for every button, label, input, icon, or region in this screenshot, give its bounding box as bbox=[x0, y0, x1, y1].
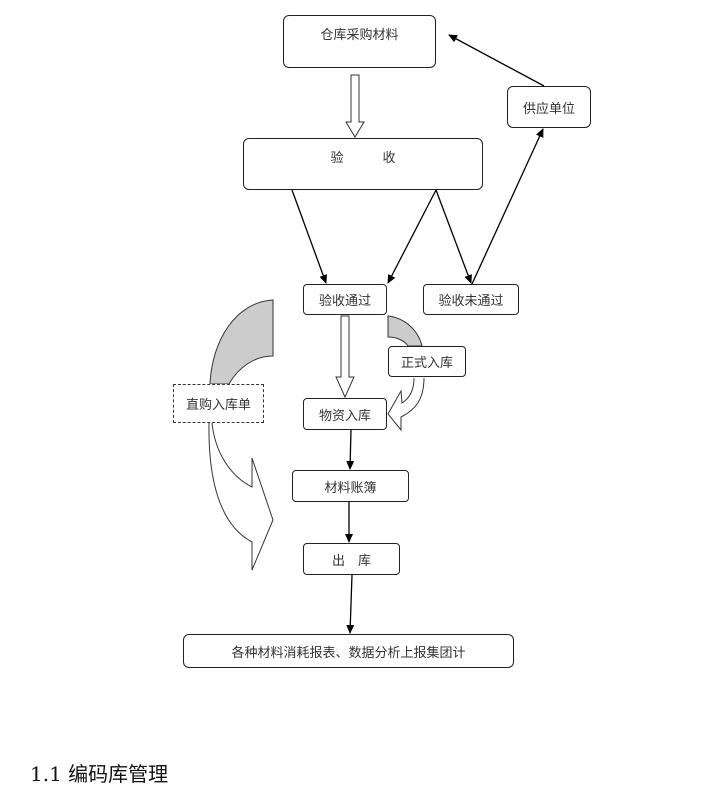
arrow-inspect-to-failed bbox=[435, 189, 472, 284]
curved-arrow-direct-to-ledger bbox=[208, 422, 274, 571]
node-direct-purchase-slip: 直购入库单 bbox=[173, 384, 264, 423]
node-formal-stock-in: 正式入库 bbox=[388, 346, 466, 377]
section-heading: 1.1 编码库管理 bbox=[30, 762, 169, 786]
node-goods-stock-in-label: 物资入库 bbox=[318, 408, 371, 424]
curved-arrow-formal-to-stock-in bbox=[387, 377, 425, 432]
node-material-ledger-label: 材料账簿 bbox=[324, 480, 377, 496]
arrow-failed-to-supplier bbox=[471, 128, 544, 285]
node-direct-purchase-slip-label: 直购入库单 bbox=[185, 398, 251, 413]
node-failed: 验收未通过 bbox=[423, 284, 519, 315]
node-supplier: 供应单位 bbox=[507, 86, 591, 128]
arrow-inspect-to-passed-right bbox=[387, 189, 437, 284]
node-supplier-label: 供应单位 bbox=[522, 101, 575, 117]
node-stock-out-label: 出 库 bbox=[331, 553, 371, 569]
curved-band-direct bbox=[209, 299, 274, 385]
node-stock-out: 出 库 bbox=[303, 543, 400, 575]
arrow-stock-in-to-ledger bbox=[346, 429, 355, 470]
node-material-ledger: 材料账簿 bbox=[292, 470, 409, 502]
node-passed: 验收通过 bbox=[303, 284, 387, 315]
arrow-stock-out-to-report bbox=[346, 574, 355, 634]
hollow-arrow-passed-to-stock-in bbox=[335, 315, 355, 399]
node-goods-stock-in: 物资入库 bbox=[303, 398, 387, 430]
node-inspect-label: 验 收 bbox=[330, 151, 396, 166]
hollow-arrow-purchase-to-inspect bbox=[345, 74, 365, 138]
arrow-supplier-to-purchase bbox=[448, 34, 545, 87]
node-inspect: 验 收 bbox=[243, 138, 483, 190]
node-passed-label: 验收通过 bbox=[318, 294, 371, 309]
node-formal-stock-in-label: 正式入库 bbox=[400, 356, 453, 371]
node-purchase-label: 仓库采购材料 bbox=[320, 28, 399, 43]
arrow-inspect-to-passed-left bbox=[291, 189, 328, 284]
node-purchase: 仓库采购材料 bbox=[283, 15, 436, 68]
node-report: 各种材料消耗报表、数据分析上报集团计 bbox=[183, 634, 514, 668]
node-failed-label: 验收未通过 bbox=[438, 294, 504, 309]
node-report-label: 各种材料消耗报表、数据分析上报集团计 bbox=[231, 645, 466, 661]
curved-band-formal bbox=[387, 315, 423, 347]
